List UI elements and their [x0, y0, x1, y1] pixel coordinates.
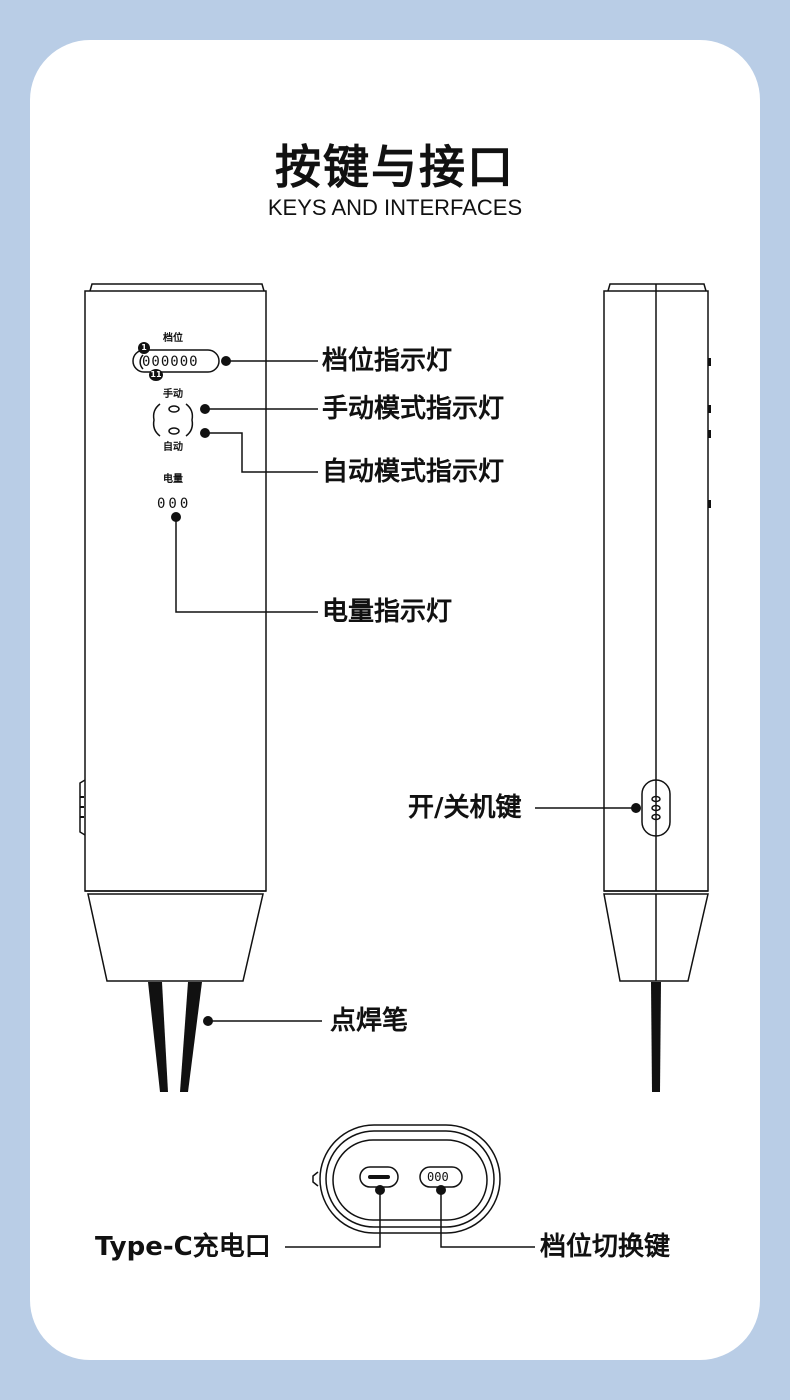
pen-tip-left [148, 982, 168, 1092]
callout-gear-switch: 档位切换键 [540, 1232, 671, 1262]
gear-indicator-frame [132, 349, 220, 373]
auto-caption: 自动 [163, 442, 183, 453]
page-title: 按键与接口 [275, 140, 515, 194]
bottom-view [312, 1124, 501, 1234]
battery-caption: 电量 [163, 474, 183, 485]
callout-manual-indicator: 手动模式指示灯 [322, 394, 505, 424]
page-subtitle: KEYS AND INTERFACES [267, 195, 523, 220]
gear-switch-dots: 000 [427, 1170, 449, 1184]
callout-auto-indicator: 自动模式指示灯 [322, 457, 505, 487]
gear-end-badge: 11 [149, 369, 163, 381]
callout-welding-pen: 点焊笔 [330, 1006, 409, 1036]
callout-typec-port: Type-C充电口 [95, 1232, 271, 1262]
battery-lights: 000 [157, 496, 192, 512]
gear-lights: 000000 [142, 354, 199, 370]
auto-light [168, 427, 180, 435]
callout-gear-indicator: 档位指示灯 [322, 346, 453, 376]
power-button-outline [641, 779, 671, 837]
gear-caption: 档位 [163, 333, 183, 344]
gear-start-badge: 1 [138, 342, 150, 354]
manual-caption: 手动 [163, 389, 183, 400]
callout-power-button: 开/关机键 [408, 793, 522, 823]
pen-tip-right [180, 982, 202, 1092]
manual-light [168, 405, 180, 413]
pen-tip-side [651, 982, 661, 1092]
callout-battery-indicator: 电量指示灯 [322, 597, 453, 627]
side-device-body [603, 283, 709, 982]
